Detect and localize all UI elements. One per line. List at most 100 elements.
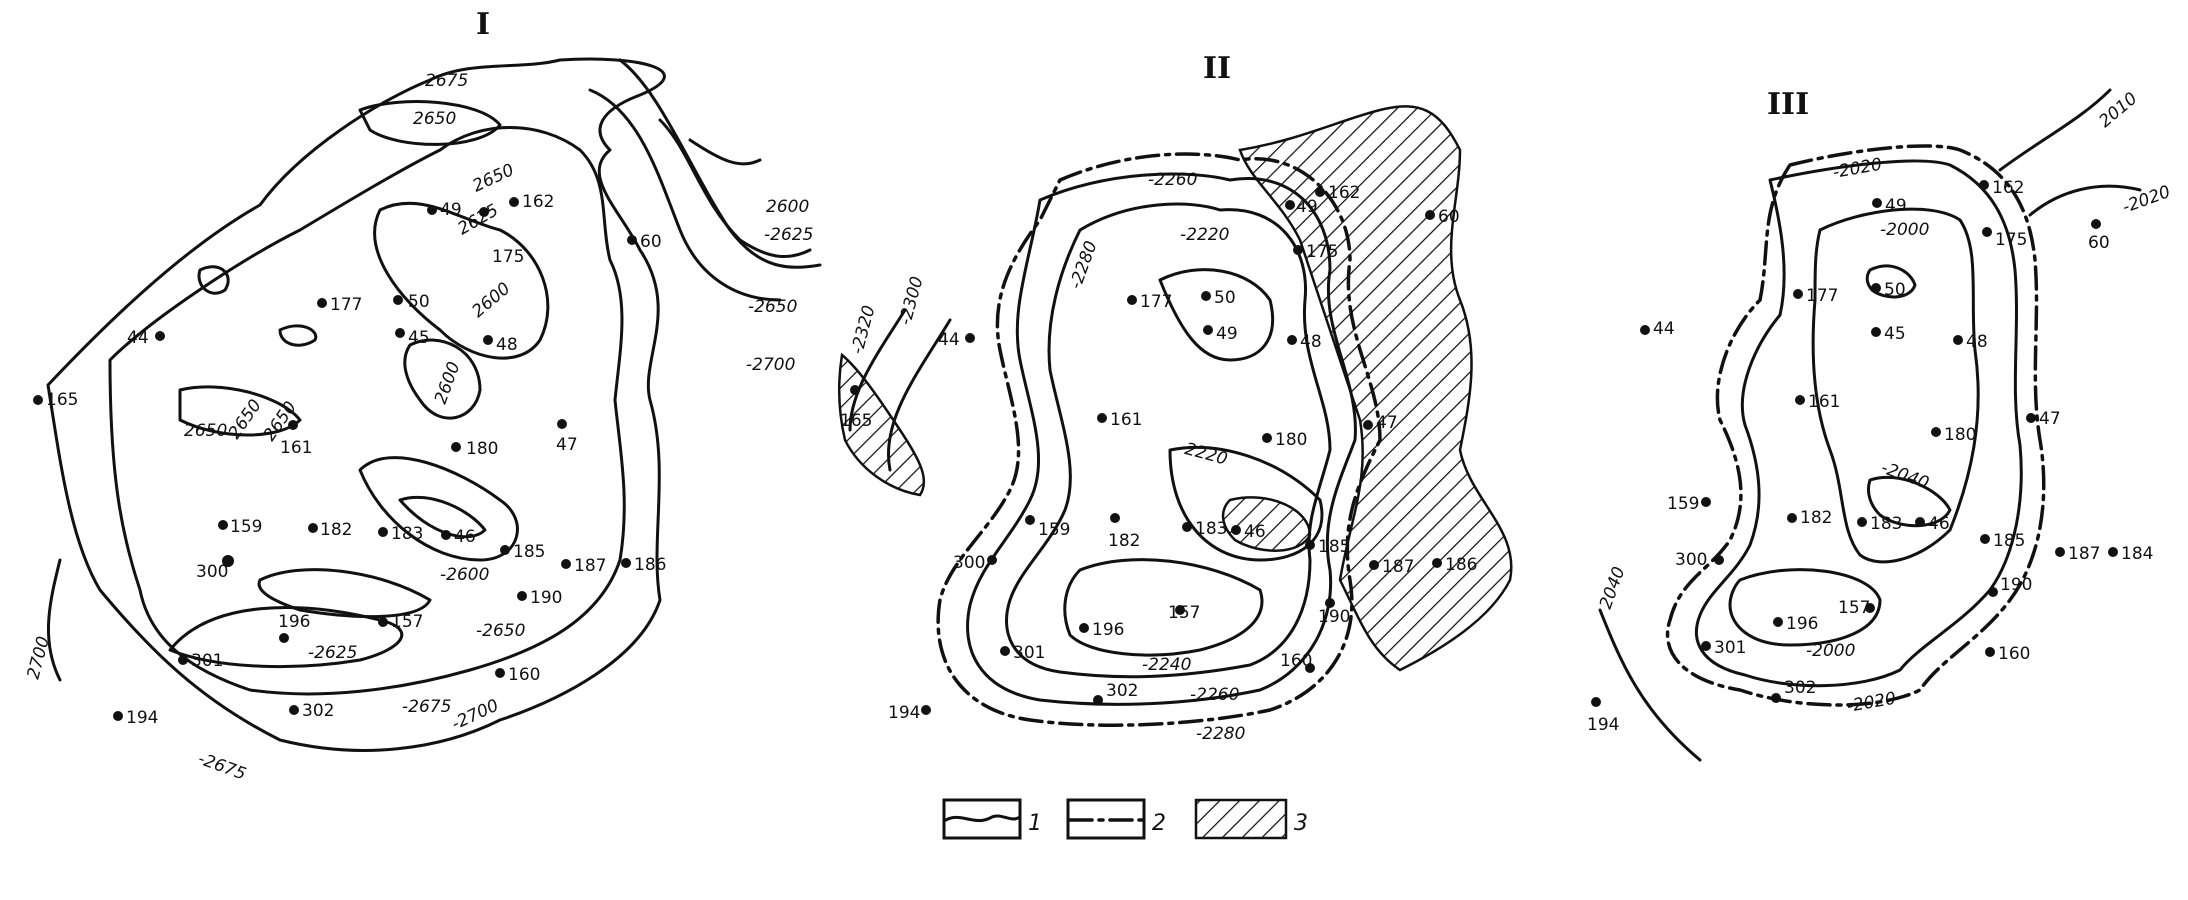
- well-label: 48: [496, 335, 518, 355]
- well-marker: [1591, 697, 1601, 707]
- contour-line: [1695, 159, 2023, 688]
- well-marker: [378, 617, 388, 627]
- contour-line: [848, 308, 907, 432]
- contour-label: -2220: [1177, 438, 1230, 470]
- well-label: 182: [320, 520, 352, 540]
- well-marker: [1795, 395, 1805, 405]
- well-label: 187: [574, 556, 606, 576]
- well-marker: [2108, 547, 2118, 557]
- map-2-wells: 49 162 60 175 177 50 49 44 165 48 161 18…: [840, 183, 1477, 723]
- contour-label: 2700: [24, 634, 55, 681]
- well-label: 46: [1244, 522, 1266, 542]
- well-label: 196: [278, 612, 310, 632]
- well-marker: [1953, 335, 1963, 345]
- contour-line: [966, 172, 1357, 706]
- well-marker: [2055, 547, 2065, 557]
- well-label: 194: [1587, 715, 1619, 735]
- contour-line: [1158, 268, 1275, 362]
- map-2-title: II: [1203, 51, 1231, 86]
- well-marker: [1203, 325, 1213, 335]
- well-marker: [1771, 693, 1781, 703]
- well-marker: [1315, 187, 1325, 197]
- well-marker: [987, 555, 997, 565]
- well-marker: [1982, 227, 1992, 237]
- well-marker: [921, 705, 931, 715]
- well-marker: [113, 711, 123, 721]
- well-marker: [557, 419, 567, 429]
- contour-line: [278, 324, 318, 347]
- well-marker: [1931, 427, 1941, 437]
- well-label: 196: [1786, 614, 1818, 634]
- contour-line: [46, 57, 666, 752]
- well-marker: [483, 335, 493, 345]
- well-marker: [1262, 433, 1272, 443]
- well-marker: [1293, 245, 1303, 255]
- legend-label: 1: [1028, 811, 1042, 836]
- well-label: 44: [127, 328, 149, 348]
- map-1: I 49 162 175 60 177 50 45 48 44 165: [24, 7, 822, 785]
- well-label: 161: [280, 438, 312, 458]
- well-marker: [288, 420, 298, 430]
- well-label: 45: [408, 328, 430, 348]
- well-label: 157: [1838, 598, 1870, 618]
- well-label: 185: [1318, 537, 1350, 557]
- legend-item-1: 1: [942, 798, 1042, 840]
- contour-line: [168, 606, 404, 669]
- well-marker: [1097, 413, 1107, 423]
- well-label: 159: [1667, 494, 1699, 514]
- well-label: 50: [408, 292, 430, 312]
- contour-line: [257, 568, 432, 619]
- legend-solid-line: [944, 814, 1020, 823]
- well-label: 50: [1884, 280, 1906, 300]
- well-marker: [1363, 420, 1373, 430]
- well-label: 184: [2121, 544, 2153, 564]
- contour-label: 2040: [1596, 564, 1630, 611]
- contour-line: [358, 456, 519, 562]
- well-marker: [1201, 291, 1211, 301]
- contour-line: [1811, 207, 1980, 564]
- contour-line: [588, 88, 782, 302]
- well-marker: [1285, 200, 1295, 210]
- contour-label: -2000: [1880, 220, 1929, 240]
- well-label: 190: [2000, 575, 2032, 595]
- well-label: 300: [1675, 550, 1707, 570]
- well-marker: [1988, 587, 1998, 597]
- contour-line: [178, 385, 302, 437]
- well-label: 49: [1296, 197, 1318, 217]
- well-marker: [2026, 413, 2036, 423]
- well-label: 301: [191, 651, 223, 671]
- contour-label: -2240: [1142, 655, 1191, 675]
- well-label: 301: [1013, 643, 1045, 663]
- contour-label: -2650: [748, 297, 797, 317]
- well-label: 187: [1382, 557, 1414, 577]
- contour-line: [46, 558, 62, 682]
- well-label: 48: [1300, 332, 1322, 352]
- well-label: 186: [1445, 555, 1477, 575]
- map-1-wells: 49 162 175 60 177 50 45 48 44 165 161 18…: [33, 192, 666, 728]
- contour-label: 2600: [766, 197, 809, 217]
- well-marker: [1231, 525, 1241, 535]
- well-marker: [1640, 325, 1650, 335]
- legend-item-2: 2: [1066, 798, 1166, 840]
- well-marker: [1985, 647, 1995, 657]
- well-label: 60: [2088, 233, 2110, 253]
- well-marker: [155, 331, 165, 341]
- well-label: 157: [391, 612, 423, 632]
- well-marker: [1175, 605, 1185, 615]
- well-marker: [33, 395, 43, 405]
- well-marker: [1915, 517, 1925, 527]
- oil-water-contact: [1665, 144, 2046, 707]
- well-marker: [1857, 517, 1867, 527]
- contour-line: [373, 201, 550, 360]
- contour-label: 2675: [425, 71, 468, 91]
- well-label: 162: [1328, 183, 1360, 203]
- well-marker: [1865, 603, 1875, 613]
- contour-label: 2650: [413, 109, 456, 129]
- hatched-zone: [838, 352, 926, 497]
- well-marker: [509, 197, 519, 207]
- well-marker: [1979, 180, 1989, 190]
- well-marker: [495, 668, 505, 678]
- well-marker: [850, 385, 860, 395]
- legend: 1 2 3: [942, 798, 1308, 840]
- well-label: 187: [2068, 544, 2100, 564]
